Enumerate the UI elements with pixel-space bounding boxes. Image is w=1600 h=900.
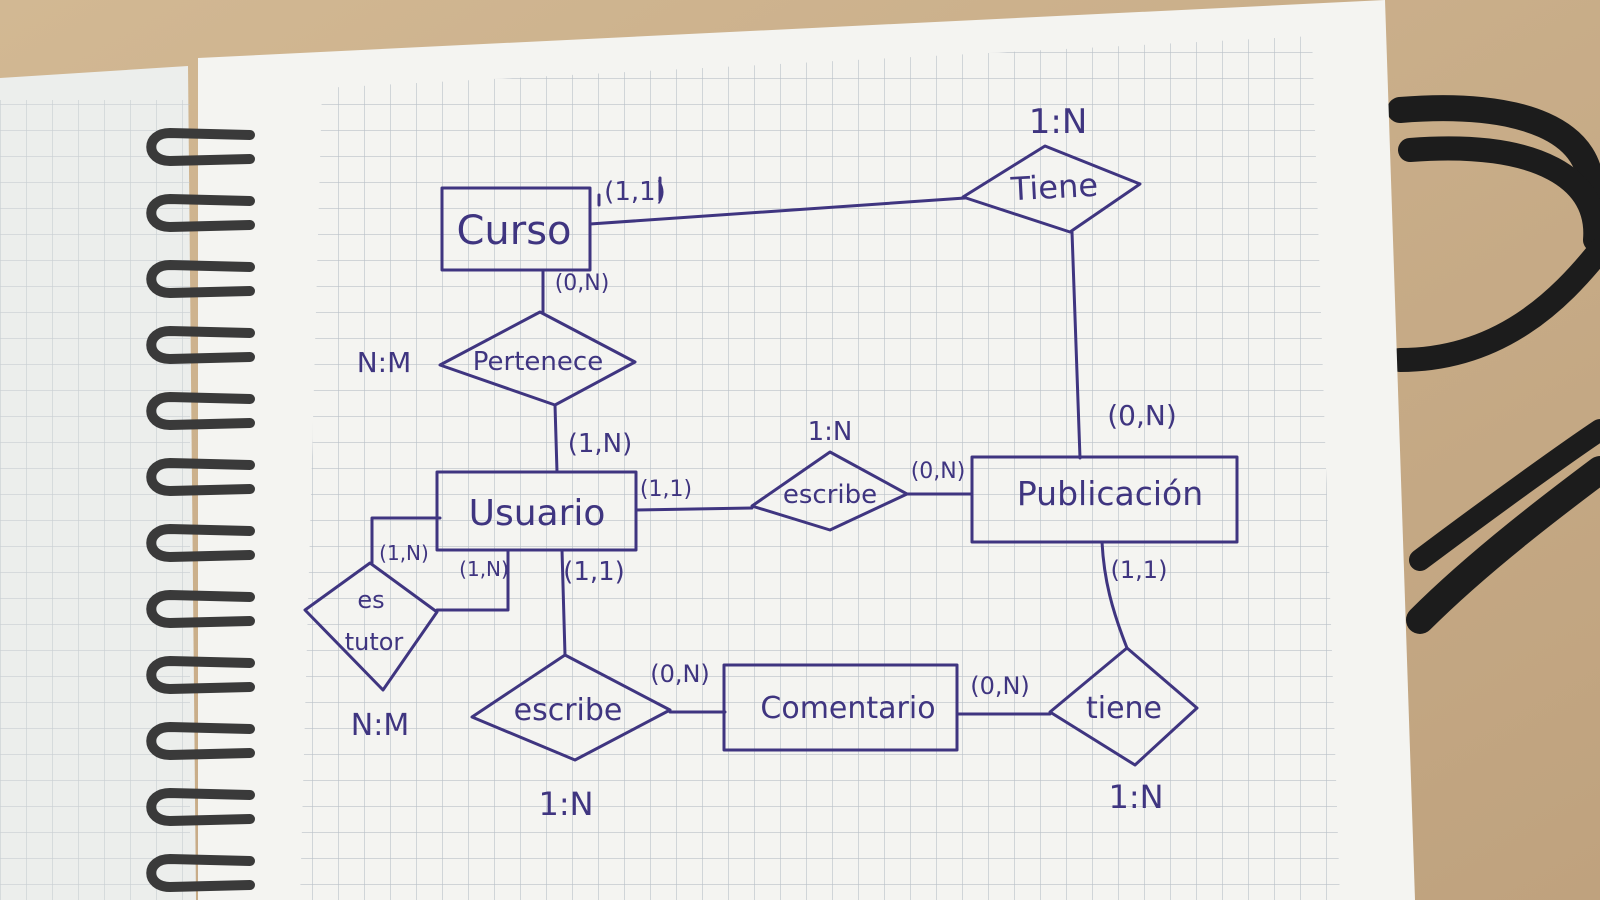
spiral-loop (146, 325, 255, 365)
cardinality-pertenece: N:M (357, 346, 412, 379)
cardinality-tiene-top: 1:N (1029, 102, 1088, 142)
participation-publicacion-tiene-bottom: (1,1) (1111, 556, 1168, 584)
entity-usuario: Usuario (469, 493, 606, 534)
spiral-loop (146, 655, 255, 695)
participation-publicacion-escribe: (0,N) (911, 459, 966, 484)
participation-usuario-tutor-a: (1,N) (379, 541, 429, 565)
entity-shapes (435, 186, 1239, 752)
spiral-loop (146, 787, 255, 827)
spiral-binding (146, 127, 255, 893)
participation-usuario-escribe-bottom: (1,1) (563, 557, 625, 587)
spiral-loop (146, 853, 255, 893)
spiral-loop (146, 391, 255, 431)
relationship-es-tutor-2: tutor (345, 628, 404, 656)
participation-curso-tiene: (1,1) (604, 177, 666, 207)
relationship-pertenece: Pertenece (473, 347, 603, 377)
spiral-loop (146, 259, 255, 299)
relationship-escribe-bottom: escribe (514, 693, 623, 728)
spiral-loop (146, 457, 255, 497)
cardinality-es-tutor: N:M (351, 708, 409, 743)
participation-curso-pertenece: (0,N) (555, 271, 610, 296)
participation-comentario-tiene: (0,N) (970, 672, 1030, 700)
participation-usuario-escribe-mid: (1,1) (640, 477, 692, 502)
entity-comentario: Comentario (760, 691, 935, 726)
cardinality-escribe-mid: 1:N (808, 417, 853, 447)
relationship-es-tutor-1: es (357, 586, 384, 614)
er-diagram: Curso Usuario Publicación Comentario Tie… (303, 102, 1239, 823)
relationship-shapes (303, 144, 1199, 767)
participation-usuario-pertenece: (1,N) (568, 429, 633, 459)
cardinality-escribe-bottom: 1:N (538, 785, 593, 823)
participation-usuario-tutor-b: (1,N) (459, 557, 509, 581)
connector-lines (370, 176, 1129, 716)
spiral-loop (146, 193, 255, 233)
spiral-loop (146, 589, 255, 629)
entity-publicacion: Publicación (1017, 474, 1203, 513)
participation-comentario-escribe: (0,N) (650, 660, 710, 688)
spiral-loop (146, 523, 255, 563)
spiral-loop (146, 127, 255, 167)
participation-publicacion-tiene-top: (0,N) (1107, 399, 1177, 432)
cardinality-tiene-bottom: 1:N (1108, 778, 1163, 816)
spiral-loop (146, 721, 255, 761)
relationship-tiene-top: Tiene (1009, 166, 1099, 209)
black-cable (1387, 95, 1600, 634)
relationship-escribe-mid: escribe (783, 480, 877, 510)
entity-curso: Curso (456, 208, 571, 254)
relationship-tiene-bottom: tiene (1086, 691, 1162, 726)
